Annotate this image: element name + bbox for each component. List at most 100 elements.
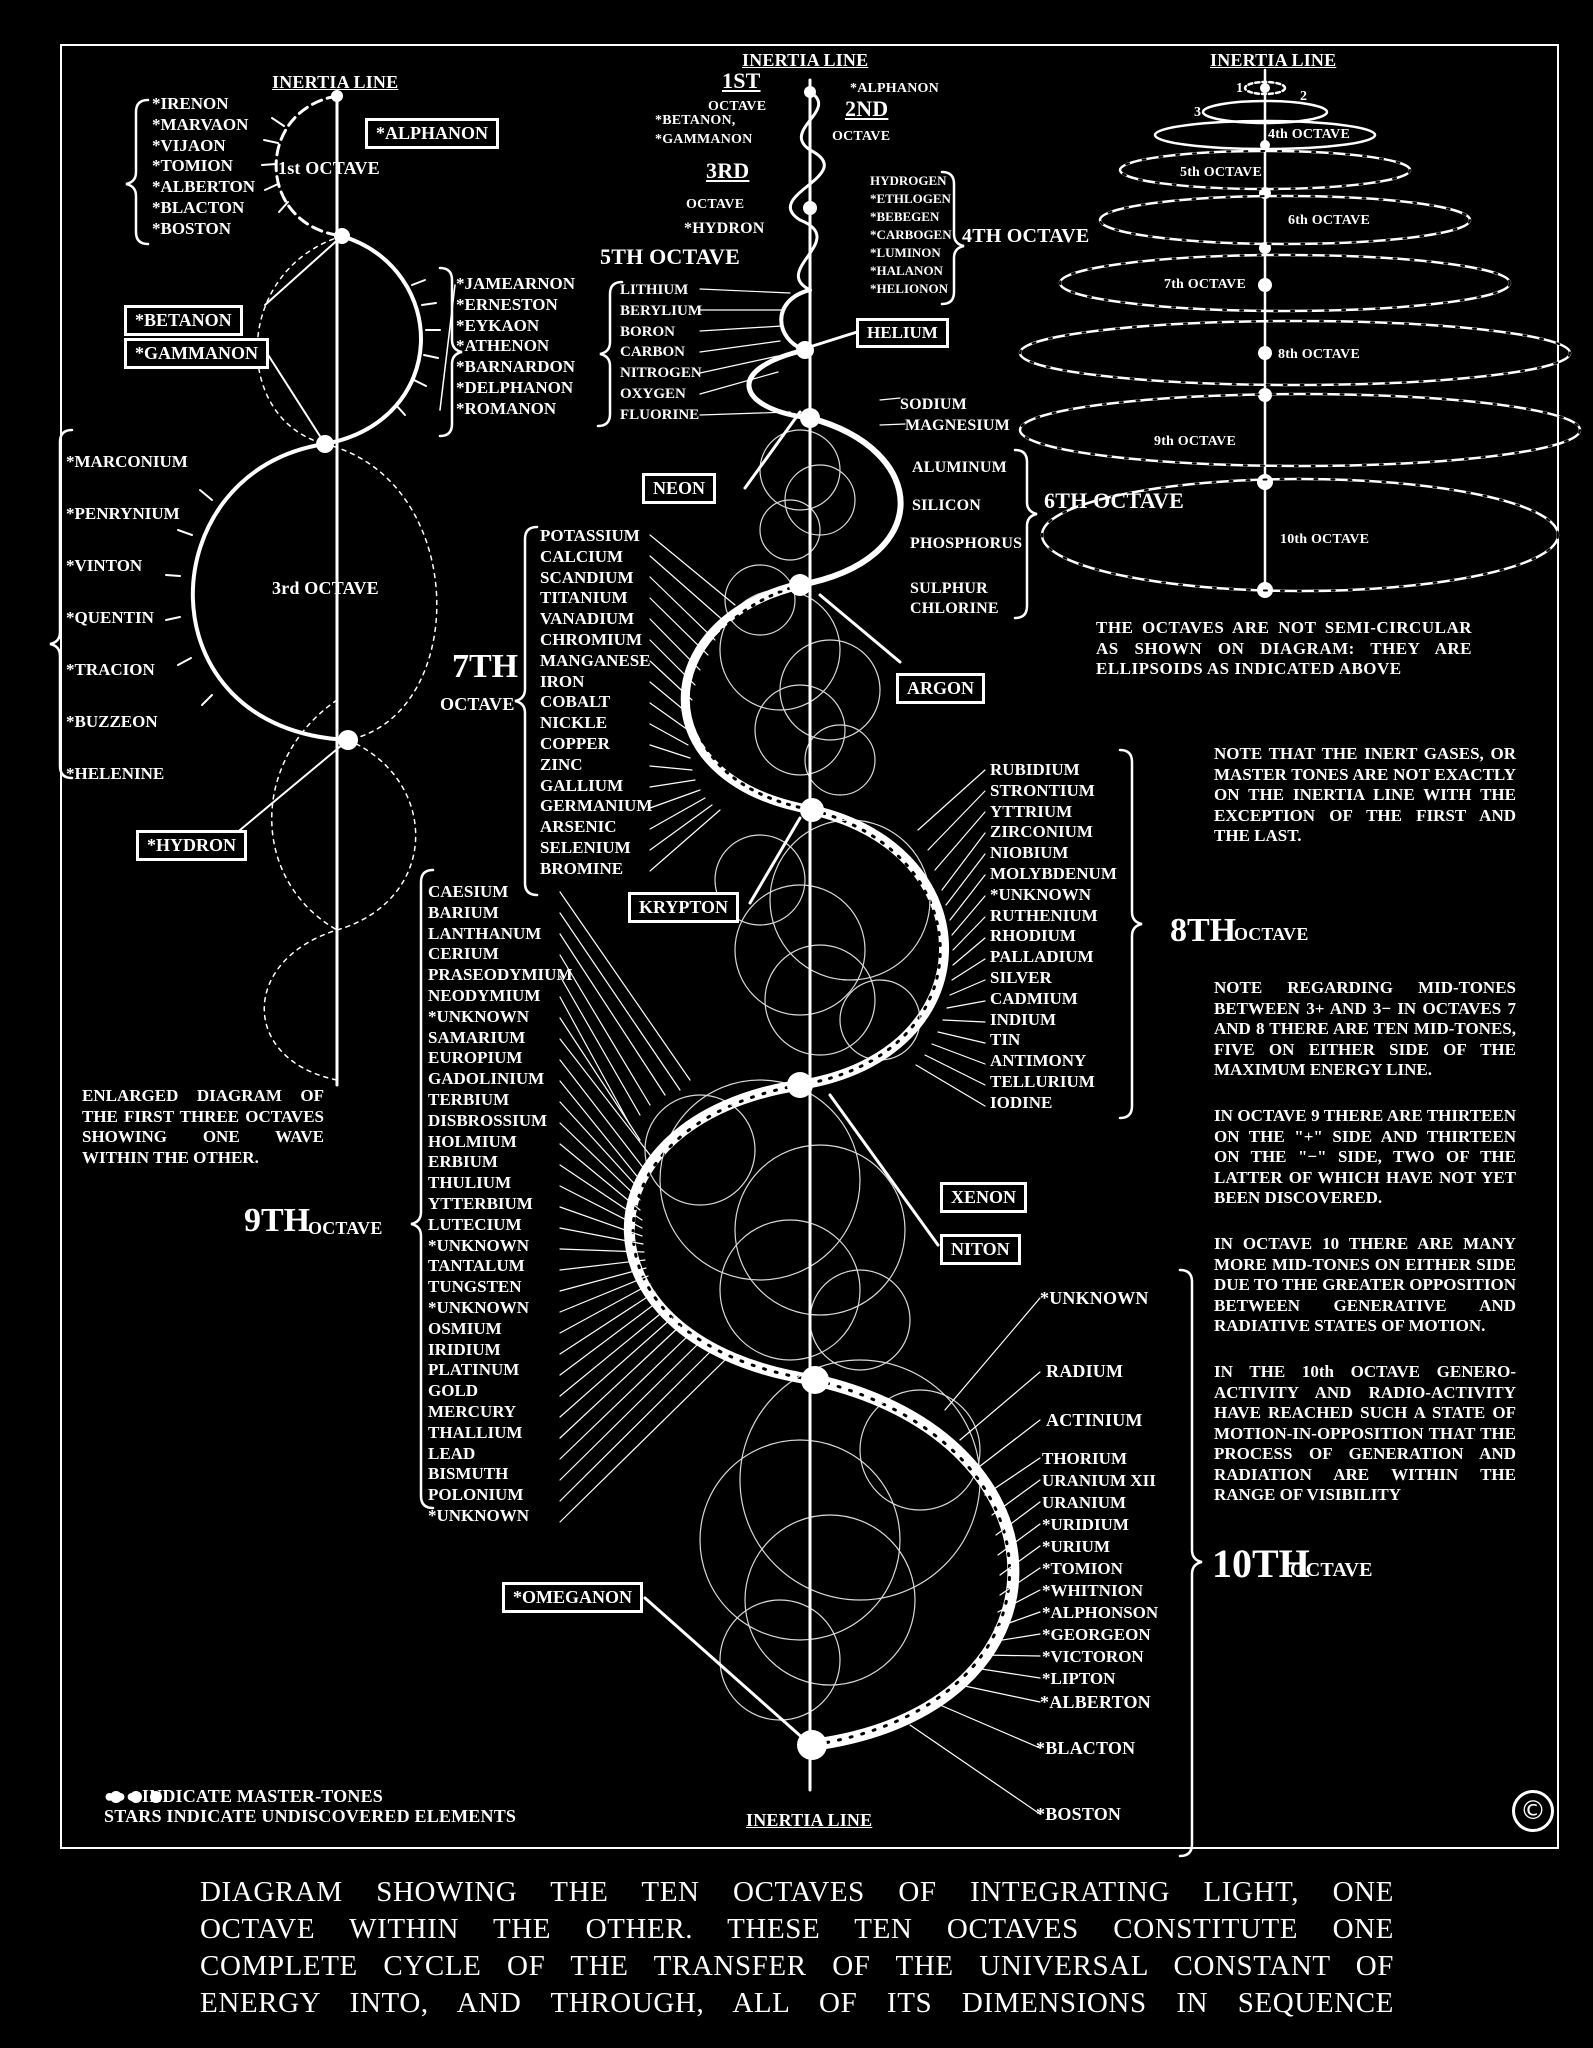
- ellipsoid-label-6: 6th OCTAVE: [1288, 213, 1371, 228]
- ellipsoid-label-9: 9th OCTAVE: [1154, 434, 1237, 449]
- list-item: BARIUM: [428, 902, 499, 922]
- enlarged-second-octave-wave: [323, 234, 423, 446]
- list-item: *ROMANON: [456, 398, 557, 418]
- list-item: *BARNARDON: [456, 357, 575, 377]
- legend-master-tones: ●●● INDICATE MASTER-TONES: [104, 1786, 383, 1806]
- list-item: SCANDIUM: [540, 567, 634, 587]
- list-item: *HELIONON: [870, 281, 949, 296]
- list-item: CHROMIUM: [540, 629, 642, 649]
- list-item: NITROGEN: [620, 365, 702, 382]
- list-item: *VICTORON: [1042, 1647, 1144, 1666]
- list-item: THORIUM: [1042, 1449, 1127, 1468]
- list-item: OSMIUM: [428, 1318, 502, 1338]
- ellipsoid-octave-2-number: 2: [1300, 89, 1308, 104]
- list-item: CADMIUM: [990, 988, 1078, 1008]
- list-item: *TRACION: [66, 660, 155, 679]
- list-item: BERYLIUM: [620, 302, 702, 319]
- diagram-frame: [60, 44, 1559, 1849]
- list-item: *UNKNOWN: [428, 1297, 530, 1317]
- list-item: *VIJAON: [152, 135, 226, 155]
- list-item: TELLURIUM: [990, 1071, 1095, 1091]
- list-item: SELENIUM: [540, 837, 631, 857]
- chlorine-label: CHLORINE: [910, 600, 999, 617]
- list-item: TERBIUM: [428, 1089, 510, 1109]
- list-item: TITANIUM: [540, 588, 628, 608]
- figure-caption: DIAGRAM SHOWING THE TEN OCTAVES OF INTEG…: [200, 1874, 1394, 2022]
- list-item: *TOMION: [1042, 1559, 1123, 1578]
- list-item: RUBIDIUM: [990, 760, 1080, 779]
- list-item: OXYGEN: [620, 385, 686, 402]
- list-item: EUROPIUM: [428, 1048, 523, 1068]
- list-item: POTASSIUM: [540, 526, 640, 545]
- enlarged-left-element-list: *IRENON *MARVAON *VIJAON *TOMION *ALBERT…: [152, 94, 255, 240]
- main-octave-wave-7: [680, 580, 817, 815]
- eighth-octave-number: 8TH: [1170, 912, 1237, 949]
- list-item: *ALBERTON: [152, 177, 256, 197]
- tenth-octave-element-item: *UNKNOWN: [1040, 1288, 1149, 1308]
- enlarged-betanon-box: *BETANON: [124, 305, 243, 336]
- list-item: CAESIUM: [428, 882, 509, 901]
- ninth-octave-word: OCTAVE: [308, 1218, 383, 1238]
- list-item: ZINC: [540, 754, 583, 774]
- list-item: *BOSTON: [152, 218, 232, 238]
- enlarged-third-element-list: *MARCONIUM *PENRYNIUM *VINTON *QUENTIN *…: [66, 436, 188, 800]
- list-item: *UNKNOWN: [990, 884, 1092, 904]
- enlarged-third-octave-wave: [190, 442, 350, 742]
- ellipsoid-label-10: 10th OCTAVE: [1280, 532, 1370, 547]
- neon-box: NEON: [642, 473, 717, 504]
- second-octave-number: 2ND: [845, 96, 889, 121]
- main-octave-wave-6: [797, 415, 904, 588]
- fourth-octave-element-list: HYDROGEN *ETHLOGEN *BEBEGEN *CARBOGEN *L…: [870, 172, 952, 298]
- fourth-octave-label: 4TH OCTAVE: [962, 225, 1090, 247]
- ninth-octave-number: 9TH: [244, 1202, 311, 1239]
- tenth-octave-element-item: *BOSTON: [1036, 1804, 1122, 1824]
- main-inertia-line-bottom-label: INERTIA LINE: [746, 1810, 873, 1830]
- eighth-octave-element-list: RUBIDIUM STRONTIUM YTTRIUM ZIRCONIUM NIO…: [990, 760, 1117, 1114]
- list-item: INDIUM: [990, 1009, 1057, 1029]
- list-item: ERBIUM: [428, 1152, 498, 1172]
- list-item: CARBON: [620, 344, 686, 361]
- ellipsoid-inertia-line-label: INERTIA LINE: [1210, 50, 1337, 70]
- list-item: DISBROSSIUM: [428, 1110, 548, 1130]
- enlarged-first-octave-wave: [274, 94, 344, 238]
- list-item: *HALANON: [870, 263, 943, 278]
- list-item: PLATINUM: [428, 1360, 520, 1380]
- sulphur-label: SULPHUR: [910, 580, 988, 597]
- list-item: FLUORINE: [620, 406, 700, 423]
- niton-box: NITON: [940, 1234, 1021, 1265]
- silicon-label: SILICON: [912, 497, 981, 514]
- ellipsoid-octave-4: [1153, 119, 1377, 151]
- enlarged-first-octave-label: 1st OCTAVE: [278, 158, 380, 178]
- list-item: LEAD: [428, 1443, 476, 1463]
- main-gammanon-label: *GAMMANON: [655, 132, 753, 147]
- list-item: *ERNESTON: [456, 294, 558, 314]
- seventh-octave-element-list: POTASSIUM CALCIUM SCANDIUM TITANIUM VANA…: [540, 526, 652, 880]
- enlarged-diagram-caption: ENLARGED DIAGRAM OF THE FIRST THREE OCTA…: [82, 1086, 324, 1167]
- enlarged-right-element-list: *JAMEARNON *ERNESTON *EYKAON *ATHENON *B…: [456, 274, 575, 420]
- ellipsoid-octave-1: [1243, 80, 1287, 96]
- list-item: *BEBEGEN: [870, 209, 940, 224]
- list-item: THULIUM: [428, 1173, 512, 1193]
- caption-line: COMPLETE CYCLE OF THE TRANSFER OF THE UN…: [200, 1950, 1394, 1982]
- list-item: COPPER: [540, 733, 610, 753]
- list-item: GALLIUM: [540, 775, 624, 795]
- tenth-octave-note: IN THE 10th OCTAVE GENERO-ACTIVITY AND R…: [1214, 1362, 1516, 1504]
- main-hydron-label: *HYDRON: [684, 220, 765, 237]
- list-item: *IRENON: [152, 94, 229, 113]
- list-item: *UNKNOWN: [428, 1006, 530, 1026]
- list-item: POLONIUM: [428, 1485, 524, 1505]
- list-item: NICKLE: [540, 713, 608, 733]
- list-item: *EYKAON: [456, 315, 540, 335]
- krypton-box: KRYPTON: [628, 892, 740, 923]
- list-item: ZIRCONIUM: [990, 822, 1093, 842]
- list-item: *UNKNOWN: [428, 1235, 530, 1255]
- list-item: *QUENTIN: [66, 608, 154, 627]
- list-item: CALCIUM: [540, 546, 624, 566]
- ninth-octave-element-list: CAESIUM BARIUM LANTHANUM CERIUM PRASEODY…: [428, 882, 573, 1527]
- enlarged-gammanon-box: *GAMMANON: [124, 338, 269, 369]
- list-item: *LIPTON: [1042, 1669, 1116, 1688]
- main-octave-wave-10: [806, 1374, 1020, 1751]
- list-item: *HELENINE: [66, 764, 165, 783]
- fifth-octave-label: 5TH OCTAVE: [600, 244, 740, 269]
